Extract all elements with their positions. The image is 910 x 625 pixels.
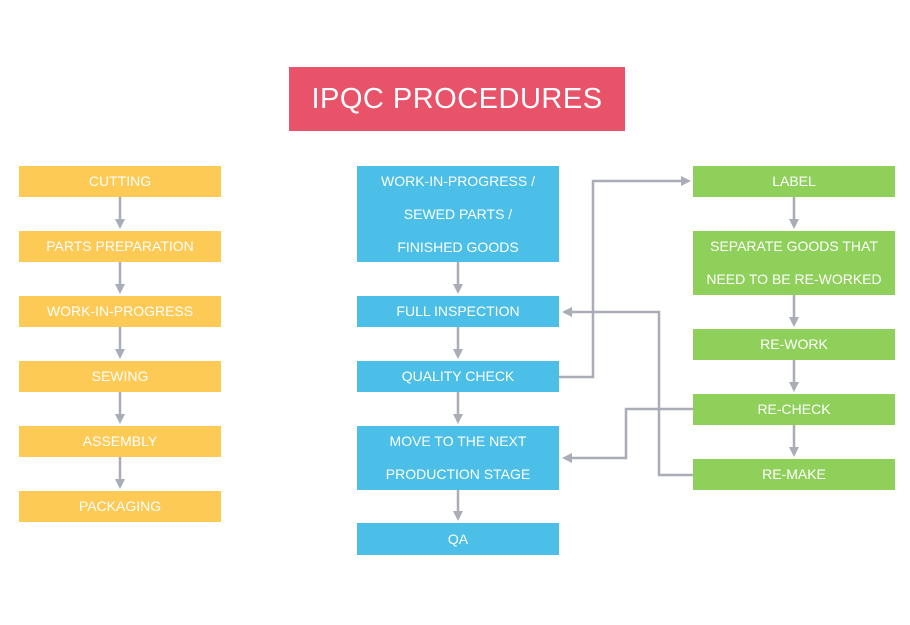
step-cutting: CUTTING bbox=[19, 166, 221, 197]
separate-line-2: NEED TO BE RE-WORKED bbox=[706, 271, 882, 287]
step-recheck: RE-CHECK bbox=[693, 394, 895, 425]
step-assembly: ASSEMBLY bbox=[19, 426, 221, 457]
wip-line-3: FINISHED GOODS bbox=[397, 238, 519, 255]
wip-line-2: SEWED PARTS / bbox=[403, 205, 513, 222]
next-stage-line-2: PRODUCTION STAGE bbox=[385, 466, 531, 482]
step-next-production-stage: MOVE TO THE NEXT PRODUCTION STAGE bbox=[357, 426, 559, 490]
separate-line-1: SEPARATE GOODS THAT bbox=[710, 238, 878, 254]
step-rework: RE-WORK bbox=[693, 329, 895, 360]
next-stage-line-1: MOVE TO THE NEXT bbox=[389, 433, 527, 449]
wip-line-1: WORK-IN-PROGRESS / bbox=[380, 172, 535, 189]
step-packaging: PACKAGING bbox=[19, 491, 221, 522]
step-wip-sewed-finished: WORK-IN-PROGRESS / SEWED PARTS / FINISHE… bbox=[357, 166, 559, 262]
step-separate-goods: SEPARATE GOODS THAT NEED TO BE RE-WORKED bbox=[693, 231, 895, 295]
step-work-in-progress: WORK-IN-PROGRESS bbox=[19, 296, 221, 327]
arrow-quality-check-to-label bbox=[559, 176, 691, 379]
step-parts-preparation: PARTS PREPARATION bbox=[19, 231, 221, 262]
step-qa: QA bbox=[357, 523, 559, 555]
diagram-title: IPQC PROCEDURES bbox=[289, 67, 625, 131]
arrow-remake-to-full-inspection bbox=[562, 307, 693, 477]
step-full-inspection: FULL INSPECTION bbox=[357, 296, 559, 327]
step-quality-check: QUALITY CHECK bbox=[357, 361, 559, 392]
step-remake: RE-MAKE bbox=[693, 459, 895, 490]
arrow-recheck-to-next-stage bbox=[562, 407, 693, 463]
step-sewing: SEWING bbox=[19, 361, 221, 392]
step-label: LABEL bbox=[693, 166, 895, 197]
